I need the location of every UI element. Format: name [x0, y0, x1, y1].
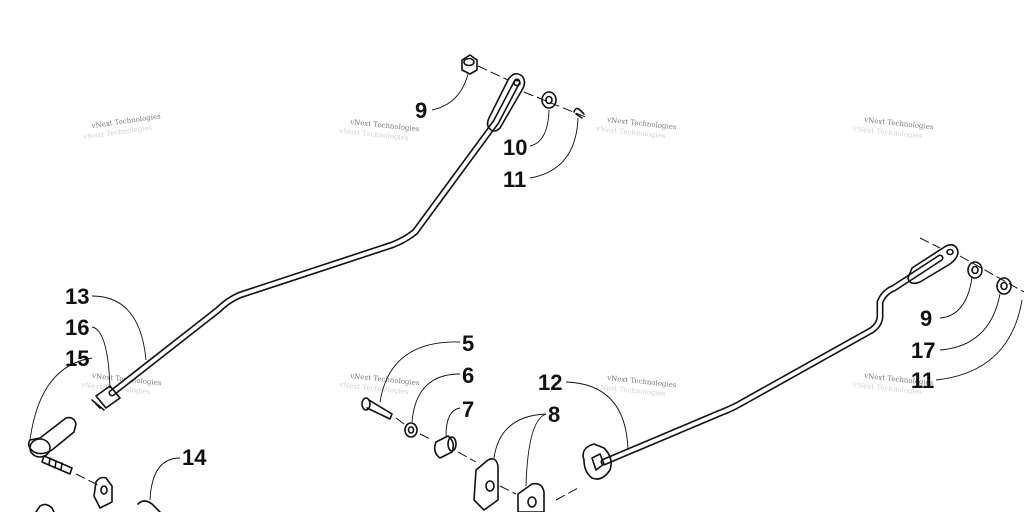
washer-icon [996, 277, 1012, 295]
callout-13: 13 [65, 284, 89, 309]
bolt-icon [361, 397, 393, 420]
spacer-icon [433, 435, 457, 459]
cotter-pin-icon [573, 107, 585, 119]
callout-6: 6 [462, 363, 474, 388]
callout-11: 11 [503, 167, 526, 192]
callout-15: 15 [65, 346, 89, 371]
callout-8: 8 [548, 402, 560, 427]
bracket-icon [473, 458, 499, 511]
callout-10: 10 [503, 135, 527, 160]
callout-9: 9 [920, 306, 932, 331]
callout-11: 11 [911, 368, 934, 393]
assembly-axis [555, 487, 579, 501]
callouts: 9 10 11 13 16 15 14 5 6 7 8 12 9 17 11 [65, 98, 935, 470]
ball-joint-icon [27, 416, 77, 475]
assembly-axis [477, 65, 509, 81]
bracket-icon [517, 482, 545, 512]
callout-17: 17 [911, 338, 935, 363]
assembly-axis [523, 91, 589, 119]
assembly-axis [499, 485, 517, 495]
washer-icon [967, 261, 983, 279]
washer-icon [404, 422, 418, 438]
assembly-axis [395, 417, 477, 463]
nut-icon [461, 54, 478, 75]
callout-7: 7 [462, 397, 474, 422]
callout-9: 9 [415, 98, 427, 123]
rod-end-icon [91, 385, 121, 411]
washer-icon [541, 91, 557, 109]
upper-shift-rod [108, 72, 526, 397]
lower-shift-rod [582, 244, 959, 480]
callout-16: 16 [65, 315, 89, 340]
leader-lines [29, 73, 1023, 501]
callout-5: 5 [462, 331, 474, 356]
callout-12: 12 [538, 370, 562, 395]
assembly-axis [919, 237, 1024, 293]
bracket-icon [35, 476, 161, 512]
callout-14: 14 [182, 445, 207, 470]
